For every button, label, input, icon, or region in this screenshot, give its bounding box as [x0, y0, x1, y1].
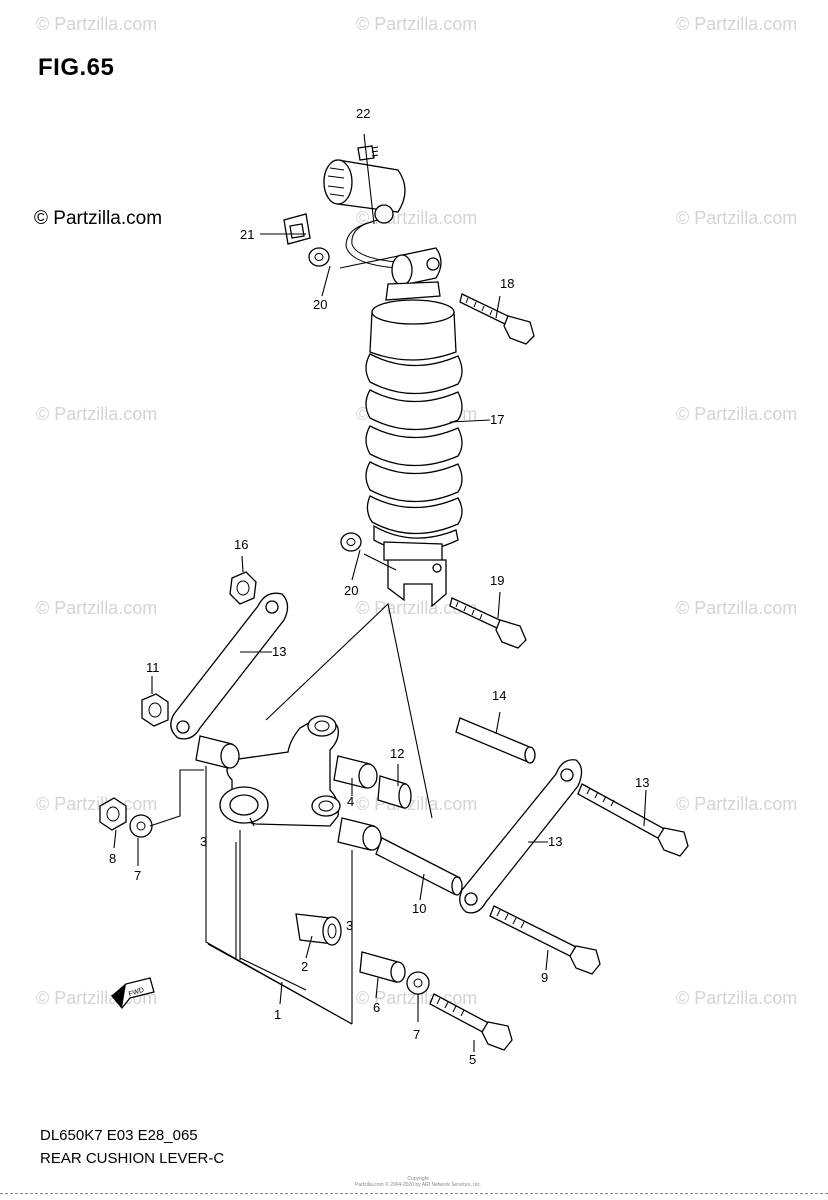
cushion-lever	[219, 715, 341, 827]
callout-20: 20	[344, 583, 358, 598]
sleeve-10	[375, 837, 463, 896]
callout-3: 3	[200, 834, 207, 849]
callout-15: 14	[492, 688, 506, 703]
callout-13: 13	[548, 834, 562, 849]
fine-print-line: Partzilla.com © 2004-2020 by ARI Network…	[355, 1182, 482, 1188]
leader-lines	[113, 133, 647, 1052]
callout-20: 20	[313, 297, 327, 312]
callout-5: 5	[469, 1052, 476, 1067]
callout-8: 8	[109, 851, 116, 866]
clamp-21	[283, 213, 311, 245]
bolt-19	[449, 597, 527, 649]
bushing-12	[377, 775, 412, 809]
callout-labels: 22 21 20 18 17 16 20 19 13 11 14 12 13 4…	[109, 106, 649, 1067]
watermark: © Partzilla.com	[356, 598, 478, 618]
washer-20-bottom	[340, 532, 362, 552]
nut-11	[141, 693, 169, 727]
bolt-22	[357, 145, 379, 161]
watermark: © Partzilla.com	[356, 14, 478, 34]
callout-16: 16	[234, 537, 248, 552]
callout-9: 9	[541, 970, 548, 985]
bushing-4	[333, 755, 378, 789]
washer-7-left	[129, 814, 153, 838]
washer-7-bottom	[406, 971, 430, 995]
watermark: © Partzilla.com	[676, 598, 798, 618]
footer-diagram-code: DL650K7 E03 E28_065	[40, 1127, 198, 1144]
bottom-divider	[0, 1193, 828, 1194]
bushing-3-right	[337, 817, 382, 851]
watermark: © Partzilla.com	[36, 794, 158, 814]
rod-13-lower	[459, 759, 583, 914]
callout-11: 11	[146, 660, 160, 675]
bolt-5	[429, 993, 513, 1051]
bolt-18	[459, 293, 535, 345]
figure-title: FIG.65	[38, 54, 115, 81]
nut-16	[229, 571, 257, 605]
callout-10: 10	[412, 901, 426, 916]
rod-13-upper	[170, 592, 289, 740]
watermark: © Partzilla.com	[36, 598, 158, 618]
fwd-label: FWD	[128, 987, 145, 999]
bolt-9	[489, 905, 601, 975]
watermark: © Partzilla.com	[676, 14, 798, 34]
callout-22: 22	[356, 106, 370, 121]
footer-diagram-name: REAR CUSHION LEVER-C	[40, 1150, 225, 1167]
bushing-6	[359, 951, 406, 983]
watermark: © Partzilla.com	[676, 208, 798, 228]
sleeve-15	[455, 717, 536, 764]
fine-print-line: Copyright	[407, 1176, 429, 1182]
bushing-3-left	[195, 735, 240, 769]
callout-2: 2	[301, 959, 308, 974]
callout-18: 18	[500, 276, 514, 291]
callout-21: 21	[240, 227, 254, 242]
shock-absorber	[323, 159, 463, 608]
callout-19: 19	[490, 573, 504, 588]
watermark: © Partzilla.com	[676, 988, 798, 1008]
callout-7: 7	[413, 1027, 420, 1042]
watermark: © Partzilla.com	[676, 794, 798, 814]
washer-20-top	[308, 247, 330, 267]
bushing-2	[295, 913, 342, 946]
callout-13: 13	[272, 644, 286, 659]
nut-8	[99, 797, 127, 831]
callout-12: 12	[390, 746, 404, 761]
callout-17: 17	[490, 412, 504, 427]
watermark: © Partzilla.com	[36, 404, 158, 424]
watermark: © Partzilla.com	[36, 14, 158, 34]
callout-6: 6	[373, 1000, 380, 1015]
callout-14: 13	[635, 775, 649, 790]
callout-4: 4	[347, 794, 354, 809]
callout-7: 7	[134, 868, 141, 883]
copyright-notice: © Partzilla.com	[34, 208, 163, 229]
callout-3: 3	[346, 918, 353, 933]
callout-1: 1	[274, 1007, 281, 1022]
fwd-arrow-icon: FWD	[111, 977, 155, 1010]
bolt-14	[577, 783, 689, 857]
watermark: © Partzilla.com	[676, 404, 798, 424]
footer-fine-print: Copyright Partzilla.com © 2004-2020 by A…	[355, 1176, 481, 1188]
